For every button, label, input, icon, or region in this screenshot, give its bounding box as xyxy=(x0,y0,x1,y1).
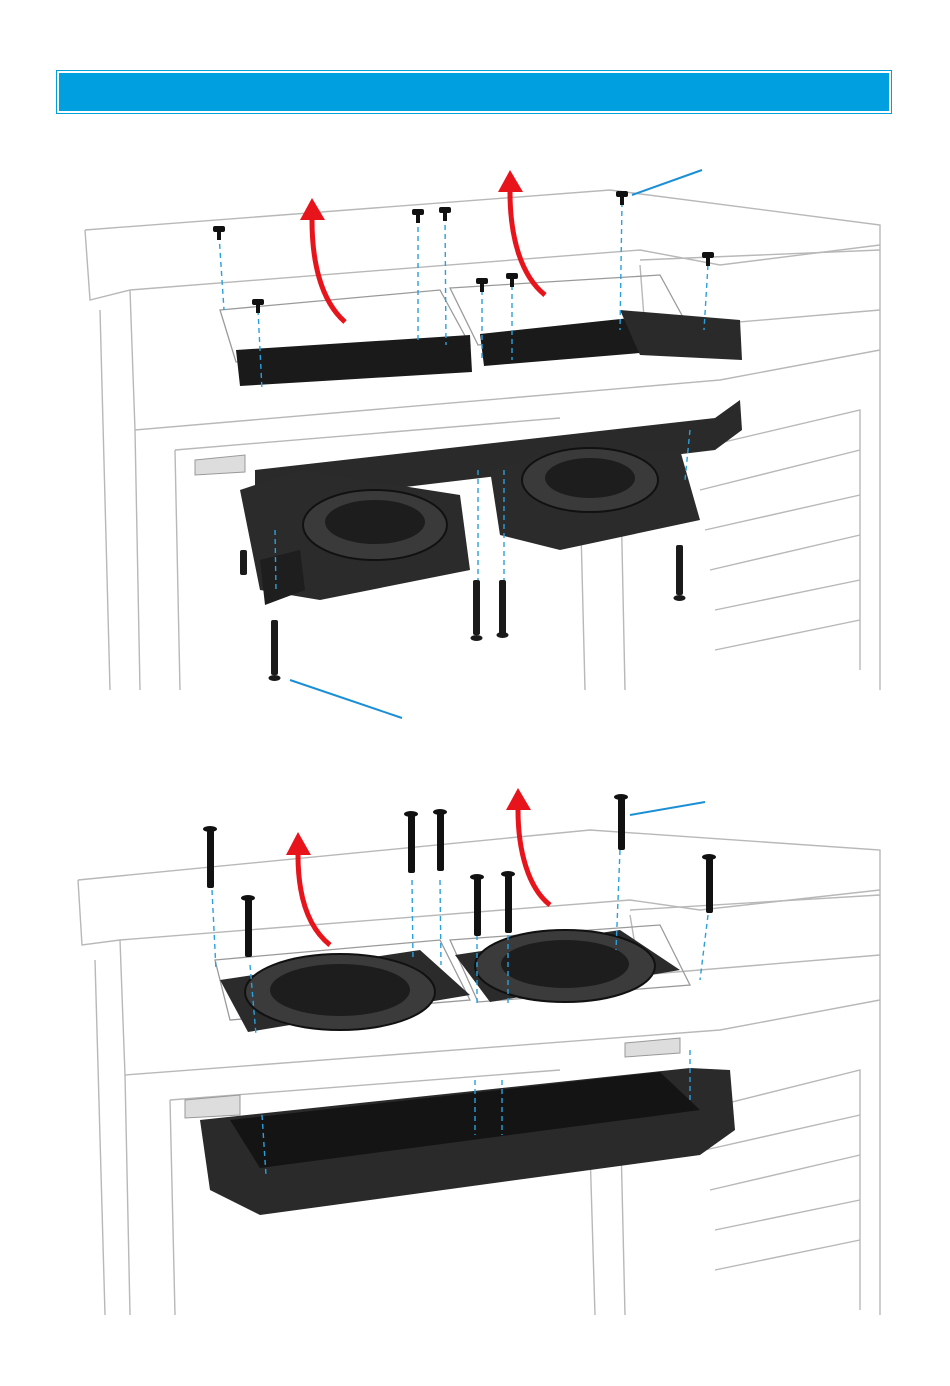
callout-long-screw xyxy=(630,802,705,815)
fan-left xyxy=(220,950,470,1032)
callout-short-screw xyxy=(632,170,702,195)
installation-diagram-1 xyxy=(0,150,950,730)
long-screws-top xyxy=(203,794,716,957)
installation-diagram-2 xyxy=(0,770,950,1330)
fan-right xyxy=(490,448,700,550)
lift-arrow-right xyxy=(498,170,545,295)
section-header-bar xyxy=(57,71,891,113)
lift-arrow-left xyxy=(286,832,330,945)
fan-left xyxy=(240,470,470,605)
radiator-through-openings xyxy=(236,310,742,386)
fan-right xyxy=(455,930,680,1002)
callout-long-screw xyxy=(290,680,402,718)
case-outline xyxy=(85,190,880,690)
lift-arrow-left xyxy=(300,198,345,322)
short-screws-top xyxy=(213,191,714,313)
lift-arrow-right xyxy=(506,788,550,905)
